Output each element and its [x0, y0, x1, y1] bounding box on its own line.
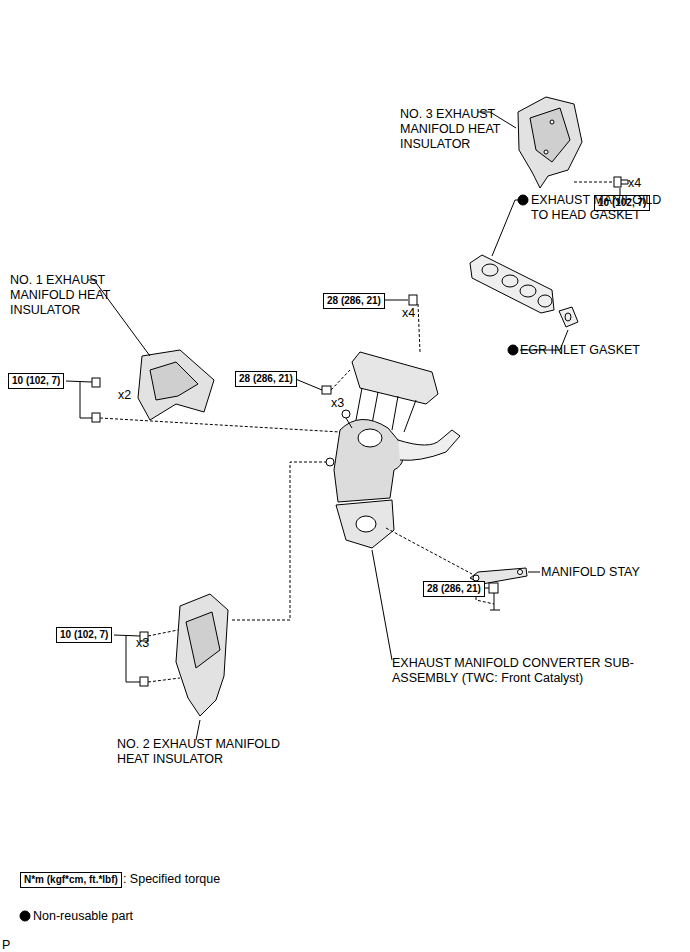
- part-name: NO. 3 EXHAUST MANIFOLD HEAT INSULATOR: [400, 107, 504, 152]
- torque-value: 28 (286, 21): [427, 583, 481, 594]
- label-text: x3: [136, 636, 149, 650]
- label-text: MANIFOLD STAY: [541, 565, 640, 579]
- label-text: x3: [331, 396, 344, 410]
- quantity-mark: x4: [628, 176, 641, 191]
- torque-box: 28 (286, 21): [423, 581, 485, 597]
- quantity-mark: x3: [331, 396, 344, 411]
- quantity-mark: x4: [402, 306, 415, 321]
- part-name: EXHAUST MANIFOLD CONVERTER SUB-ASSEMBLY …: [392, 656, 654, 686]
- quantity-mark: x2: [118, 388, 131, 403]
- label-text: P: [2, 938, 10, 952]
- quantity-mark: x3: [136, 636, 149, 651]
- torque-value: N*m (kgf*cm, ft.*lbf): [24, 874, 118, 885]
- part-name: EXHAUST MANIFOILD TO HEAD GASKET: [531, 193, 671, 223]
- part-name: MANIFOLD STAY: [541, 565, 640, 580]
- legend-entry: Non-reusable part: [33, 909, 133, 924]
- label-text: NO. 3 EXHAUST MANIFOLD HEAT INSULATOR: [400, 107, 500, 151]
- torque-box: N*m (kgf*cm, ft.*lbf): [20, 872, 122, 888]
- label-text: EGR INLET GASKET: [520, 343, 640, 357]
- torque-value: 10 (102, 7): [12, 375, 60, 386]
- legend-entry: : Specified torque: [123, 872, 220, 887]
- label-text: NO. 1 EXHAUST MANIFOLD HEAT INSULATOR: [10, 273, 110, 317]
- label-text: x4: [402, 306, 415, 320]
- label-text: x4: [628, 176, 641, 190]
- label-text: EXHAUST MANIFOLD CONVERTER SUB-ASSEMBLY …: [392, 656, 634, 685]
- part-name: P: [2, 938, 10, 952]
- label-text: EXHAUST MANIFOILD TO HEAD GASKET: [531, 193, 661, 222]
- torque-value: 10 (102, 7): [60, 629, 108, 640]
- torque-box: 10 (102, 7): [56, 627, 112, 643]
- part-name: NO. 2 EXHAUST MANIFOLD HEAT INSULATOR: [117, 737, 305, 767]
- torque-value: 28 (286, 21): [239, 373, 293, 384]
- torque-box: 10 (102, 7): [8, 373, 64, 389]
- label-text: NO. 2 EXHAUST MANIFOLD HEAT INSULATOR: [117, 737, 280, 766]
- label-text: x2: [118, 388, 131, 402]
- torque-box: 28 (286, 21): [235, 371, 297, 387]
- part-name: EGR INLET GASKET: [520, 343, 640, 358]
- part-name: NO. 1 EXHAUST MANIFOLD HEAT INSULATOR: [10, 273, 114, 318]
- legend-text: : Specified torque: [123, 872, 220, 886]
- torque-box: 28 (286, 21): [323, 293, 385, 309]
- legend-text: Non-reusable part: [33, 909, 133, 923]
- torque-value: 28 (286, 21): [327, 295, 381, 306]
